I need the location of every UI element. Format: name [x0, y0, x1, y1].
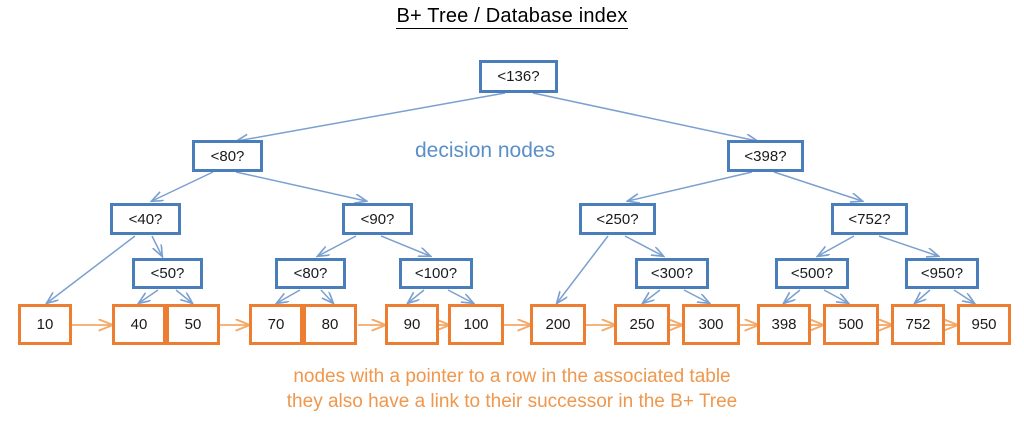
decision-node-752[interactable]: <752? [831, 203, 908, 235]
leaf-node-70[interactable]: 70 [249, 304, 303, 345]
leaf-node-950[interactable]: 950 [957, 304, 1011, 345]
leaf-node-50[interactable]: 50 [166, 304, 220, 345]
leaf-node-90-label: 90 [403, 316, 421, 333]
leaf-node-398-label: 398 [771, 316, 797, 333]
decision-node-root[interactable]: <136? [479, 60, 558, 93]
decision-node-500[interactable]: <500? [775, 258, 849, 289]
decision-node-250-label: <250? [596, 210, 639, 228]
leaf-node-200[interactable]: 200 [530, 304, 586, 345]
leaf-node-250-label: 250 [629, 316, 655, 333]
leaf-node-10-label: 10 [36, 316, 54, 333]
leaf-node-200-label: 200 [545, 316, 571, 333]
decision-node-90[interactable]: <90? [342, 203, 413, 235]
leaf-node-752-label: 752 [905, 316, 931, 333]
page-title: B+ Tree / Database index [0, 5, 1024, 29]
decision-node-300[interactable]: <300? [635, 258, 709, 289]
leaf-caption-line-1: nodes with a pointer to a row in the ass… [293, 366, 731, 387]
decision-node-80-label: <80? [210, 147, 245, 165]
decision-node-300-label: <300? [650, 265, 694, 282]
leaf-node-300-label: 300 [698, 316, 724, 333]
decision-node-root-label: <136? [497, 68, 540, 85]
leaf-node-70-label: 70 [267, 316, 285, 333]
leaf-node-80[interactable]: 80 [303, 304, 357, 345]
leaf-node-40[interactable]: 40 [112, 304, 166, 345]
decision-node-100[interactable]: <100? [399, 258, 473, 289]
leaf-node-500[interactable]: 500 [823, 304, 879, 345]
decision-node-50-label: <50? [150, 265, 185, 282]
leaf-node-500-label: 500 [838, 316, 864, 333]
decision-node-100-label: <100? [414, 265, 458, 282]
leaf-node-80-label: 80 [321, 316, 339, 333]
decision-node-50[interactable]: <50? [132, 258, 203, 289]
decision-node-80b-label: <80? [293, 265, 328, 282]
decision-node-398-label: <398? [744, 147, 787, 165]
page-title-text: B+ Tree / Database index [396, 5, 628, 29]
leaf-node-40-label: 40 [130, 316, 148, 333]
decision-node-90-label: <90? [360, 210, 395, 228]
decision-node-40[interactable]: <40? [110, 203, 181, 235]
leaf-node-10[interactable]: 10 [18, 304, 72, 345]
decision-node-80-leaf-parent[interactable]: <80? [275, 258, 346, 289]
decision-node-950[interactable]: <950? [905, 258, 979, 289]
leaf-node-950-label: 950 [971, 316, 997, 333]
leaf-node-100[interactable]: 100 [448, 304, 504, 345]
decision-node-80[interactable]: <80? [192, 140, 263, 172]
decision-node-398[interactable]: <398? [727, 140, 804, 172]
leaf-node-250[interactable]: 250 [614, 304, 670, 345]
decision-node-40-label: <40? [128, 210, 163, 228]
decision-node-950-label: <950? [920, 265, 964, 282]
leaf-node-100-label: 100 [463, 316, 489, 333]
leaf-node-752[interactable]: 752 [891, 304, 945, 345]
decision-node-752-label: <752? [848, 210, 891, 228]
decision-node-250[interactable]: <250? [579, 203, 656, 235]
decision-nodes-annotation: decision nodes [415, 139, 556, 162]
decision-node-500-label: <500? [790, 265, 834, 282]
leaf-node-398[interactable]: 398 [757, 304, 811, 345]
leaf-node-90[interactable]: 90 [385, 304, 439, 345]
leaf-caption-line-2: they also have a link to their successor… [286, 391, 738, 412]
leaf-node-50-label: 50 [184, 316, 202, 333]
leaf-node-300[interactable]: 300 [682, 304, 740, 345]
